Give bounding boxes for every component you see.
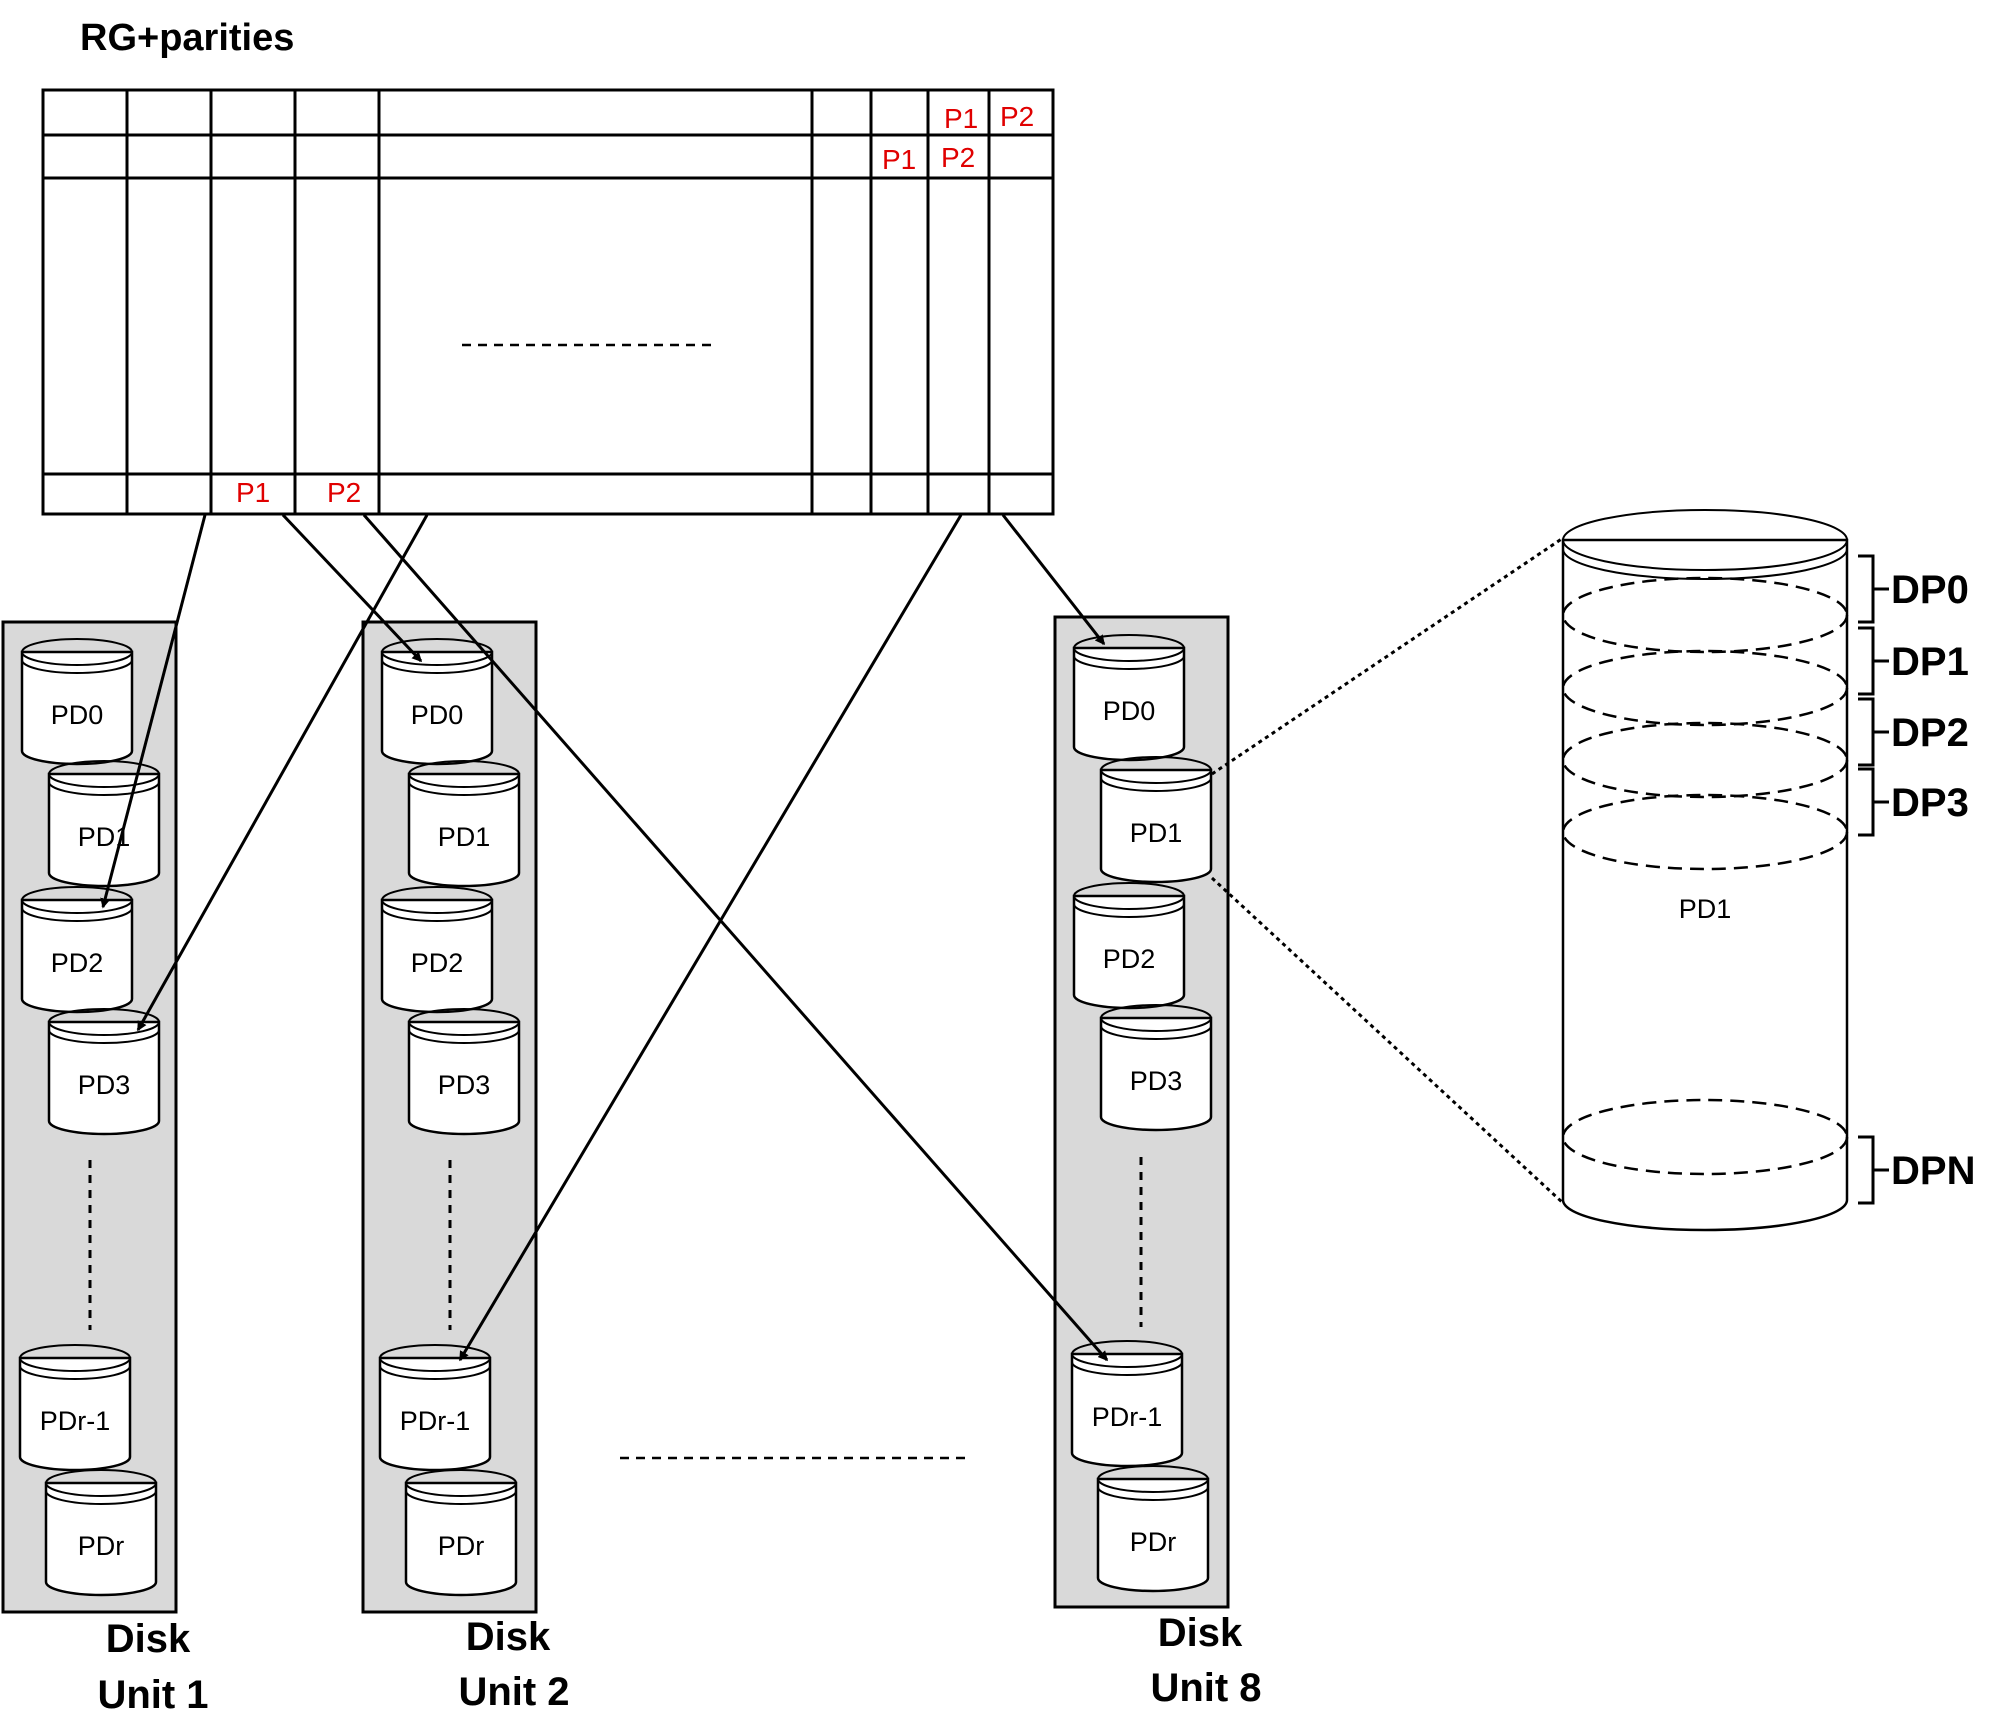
mapping-arrow	[100, 514, 207, 909]
disk-label: PD2	[1103, 944, 1156, 974]
partition-label-dp1: DP1	[1891, 640, 1969, 684]
partition-label-dpn: DPN	[1891, 1149, 1975, 1193]
disk-label: PD3	[1130, 1066, 1183, 1096]
disk-cylinder: PD1	[1099, 756, 1213, 884]
zoomed-disk: PD1 DP0 DP1 DP2 DP3 DPN	[1210, 509, 1975, 1232]
partition-label-dp3: DP3	[1891, 781, 1969, 825]
disk-cylinder: PD3	[47, 1008, 161, 1136]
parity-label-p1: P1	[944, 103, 978, 134]
partition-bracket	[1858, 767, 1889, 837]
disk-cylinder: PD2	[1072, 882, 1186, 1010]
disk-cylinder: PD3	[1099, 1004, 1213, 1132]
disk-unit-1-label: Disk	[106, 1617, 191, 1661]
disk-cylinder: PDr	[1096, 1465, 1210, 1593]
disk-unit-8-label: Disk	[1158, 1611, 1243, 1655]
parity-label-p2: P2	[1000, 101, 1034, 132]
diagram-title: RG+parities	[80, 17, 294, 59]
rg-parity-table: P1 P2 P1 P2 P1 P2	[41, 88, 1055, 516]
disk-unit-2-label: Unit 2	[458, 1670, 569, 1714]
disk-label: PD0	[1103, 696, 1156, 726]
zoom-line-top	[1211, 536, 1564, 776]
disk-label: PDr	[438, 1531, 485, 1561]
disk-label: PD0	[51, 700, 104, 730]
disk-cylinder: PD2	[20, 886, 134, 1014]
disk-label: PD3	[78, 1070, 131, 1100]
partition-ring	[1561, 721, 1849, 799]
disk-label: PDr	[1130, 1527, 1177, 1557]
disks-layer: PD0PD1PD2PD3PDr-1PDrPD0PD1PD2PD3PDr-1PDr…	[18, 634, 1213, 1597]
disk-cylinder: PD1	[47, 760, 161, 888]
disk-label: PDr-1	[40, 1406, 111, 1436]
disk-label: PDr-1	[400, 1406, 471, 1436]
partition-ring	[1561, 576, 1849, 654]
disk-cylinder: PDr	[44, 1469, 158, 1597]
mapping-arrows	[100, 513, 1109, 1362]
disk-label: PDr-1	[1092, 1402, 1163, 1432]
disk-cylinder: PD3	[407, 1008, 521, 1136]
mapping-arrow	[136, 514, 429, 1032]
disk-cylinder: PDr	[404, 1469, 518, 1597]
disk-label: PDr	[78, 1531, 125, 1561]
disk-cylinder: PD2	[380, 886, 494, 1014]
disk-label: PD3	[438, 1070, 491, 1100]
partition-ring	[1561, 1098, 1849, 1176]
mapping-arrow	[458, 514, 963, 1362]
disk-label: PD1	[438, 822, 491, 852]
partition-label-dp0: DP0	[1891, 568, 1969, 612]
parity-label-p2: P2	[941, 142, 975, 173]
zoomed-disk-label: PD1	[1679, 894, 1732, 924]
partition-bracket	[1858, 1135, 1889, 1205]
disk-unit-8-label: Unit 8	[1150, 1666, 1261, 1710]
disk-cylinder: PD1	[407, 760, 521, 888]
mapping-arrow	[362, 514, 1109, 1362]
parity-label-p1: P1	[882, 144, 916, 175]
disk-unit-1-label: Unit 1	[97, 1673, 208, 1717]
disk-unit-2-label: Disk	[466, 1615, 551, 1659]
disk-label: PD0	[411, 700, 464, 730]
disk-cylinder: PD0	[1072, 634, 1186, 762]
disk-label: PD1	[1130, 818, 1183, 848]
partition-label-dp2: DP2	[1891, 711, 1969, 755]
zoom-line-bottom	[1210, 876, 1565, 1205]
partition-bracket	[1858, 626, 1889, 696]
mapping-arrow	[281, 513, 423, 663]
disk-label: PD2	[411, 948, 464, 978]
partition-ring	[1561, 649, 1849, 727]
disk-cylinder: PD0	[20, 638, 134, 766]
partition-ring	[1561, 793, 1849, 871]
disk-cylinder: PDr-1	[378, 1344, 492, 1472]
parity-label-p2: P2	[327, 477, 361, 508]
partition-bracket	[1858, 554, 1889, 624]
mapping-arrow	[1001, 514, 1106, 646]
partition-bracket	[1858, 697, 1889, 767]
disk-cylinder: PD0	[380, 638, 494, 766]
disk-cylinder: PDr-1	[18, 1344, 132, 1472]
disk-label: PD2	[51, 948, 104, 978]
parity-label-p1: P1	[236, 477, 270, 508]
disk-cylinder: PDr-1	[1070, 1340, 1184, 1468]
